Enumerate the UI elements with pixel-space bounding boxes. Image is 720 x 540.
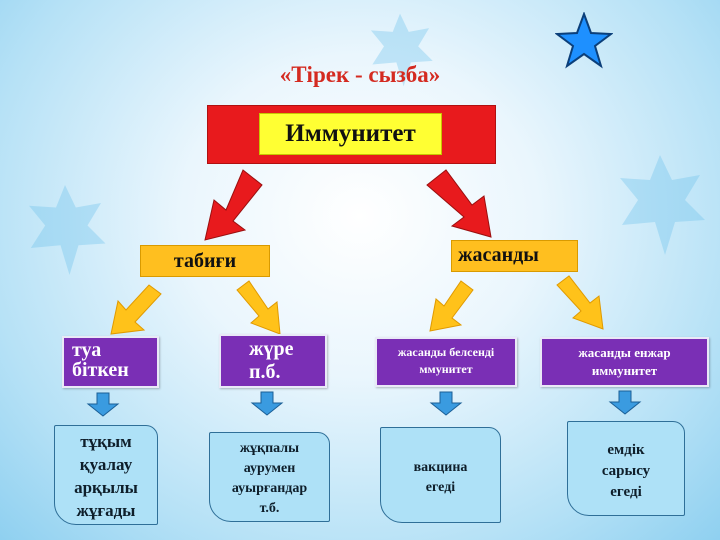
- root-node: Иммунитет: [259, 113, 442, 155]
- source-line: қуалау: [79, 455, 133, 474]
- type-artificial-passive-line: жасанды енжар: [578, 345, 671, 360]
- arrow-blue-2: [250, 391, 284, 416]
- source-line: вакцина: [413, 460, 468, 475]
- arrow-yellow-4: [556, 275, 604, 330]
- type-artificial-passive: жасанды енжар иммунитет: [540, 337, 709, 387]
- source-line: арқылы: [74, 478, 138, 497]
- source-line: сарысу: [601, 463, 651, 479]
- type-innate: туа біткен: [62, 336, 159, 388]
- source-vaccine: вакцина егеді: [380, 427, 501, 523]
- type-artificial-active: жасанды белсенді ммунитет: [375, 337, 517, 387]
- source-line: егеді: [425, 480, 456, 495]
- type-acquired: жүре п.б.: [219, 334, 327, 388]
- arrow-yellow-1: [110, 284, 162, 335]
- branch-natural: табиғи: [140, 245, 270, 277]
- arrow-blue-3: [429, 391, 463, 416]
- source-line: жұғады: [76, 501, 136, 520]
- arrow-blue-1: [86, 392, 120, 417]
- source-line: т.б.: [259, 501, 280, 516]
- source-line: аурумен: [243, 461, 296, 476]
- source-line: тұқым: [80, 432, 132, 451]
- type-acquired-line: п.б.: [249, 361, 281, 383]
- type-acquired-line: жүре: [249, 338, 294, 360]
- page-title: «Тірек - сызба»: [279, 62, 441, 87]
- leaf-icon: [620, 155, 705, 255]
- type-innate-line: біткен: [72, 359, 129, 381]
- type-artificial-passive-line: иммунитет: [591, 363, 658, 378]
- arrow-yellow-3: [429, 280, 474, 332]
- arrow-blue-4: [608, 390, 642, 415]
- source-line: жұқпалы: [239, 441, 300, 456]
- source-serum: емдік сарысу егеді: [567, 421, 685, 516]
- type-innate-line: туа: [72, 339, 102, 361]
- type-artificial-active-line: жасанды белсенді: [397, 345, 495, 359]
- leaf-icon: [370, 13, 433, 87]
- arrow-red-left: [204, 169, 263, 241]
- source-illness: жұқпалы аурумен ауырғандар т.б.: [209, 432, 330, 522]
- branch-artificial: жасанды: [451, 240, 578, 272]
- arrow-yellow-2: [236, 280, 281, 335]
- source-line: емдік: [607, 442, 645, 458]
- source-line: егеді: [610, 484, 642, 500]
- leaf-icon: [29, 185, 106, 275]
- arrow-red-right: [426, 169, 492, 238]
- source-heredity: тұқым қуалау арқылы жұғады: [54, 425, 158, 525]
- type-artificial-active-line: ммунитет: [419, 362, 473, 376]
- source-line: ауырғандар: [231, 481, 308, 496]
- star-icon: [555, 12, 613, 69]
